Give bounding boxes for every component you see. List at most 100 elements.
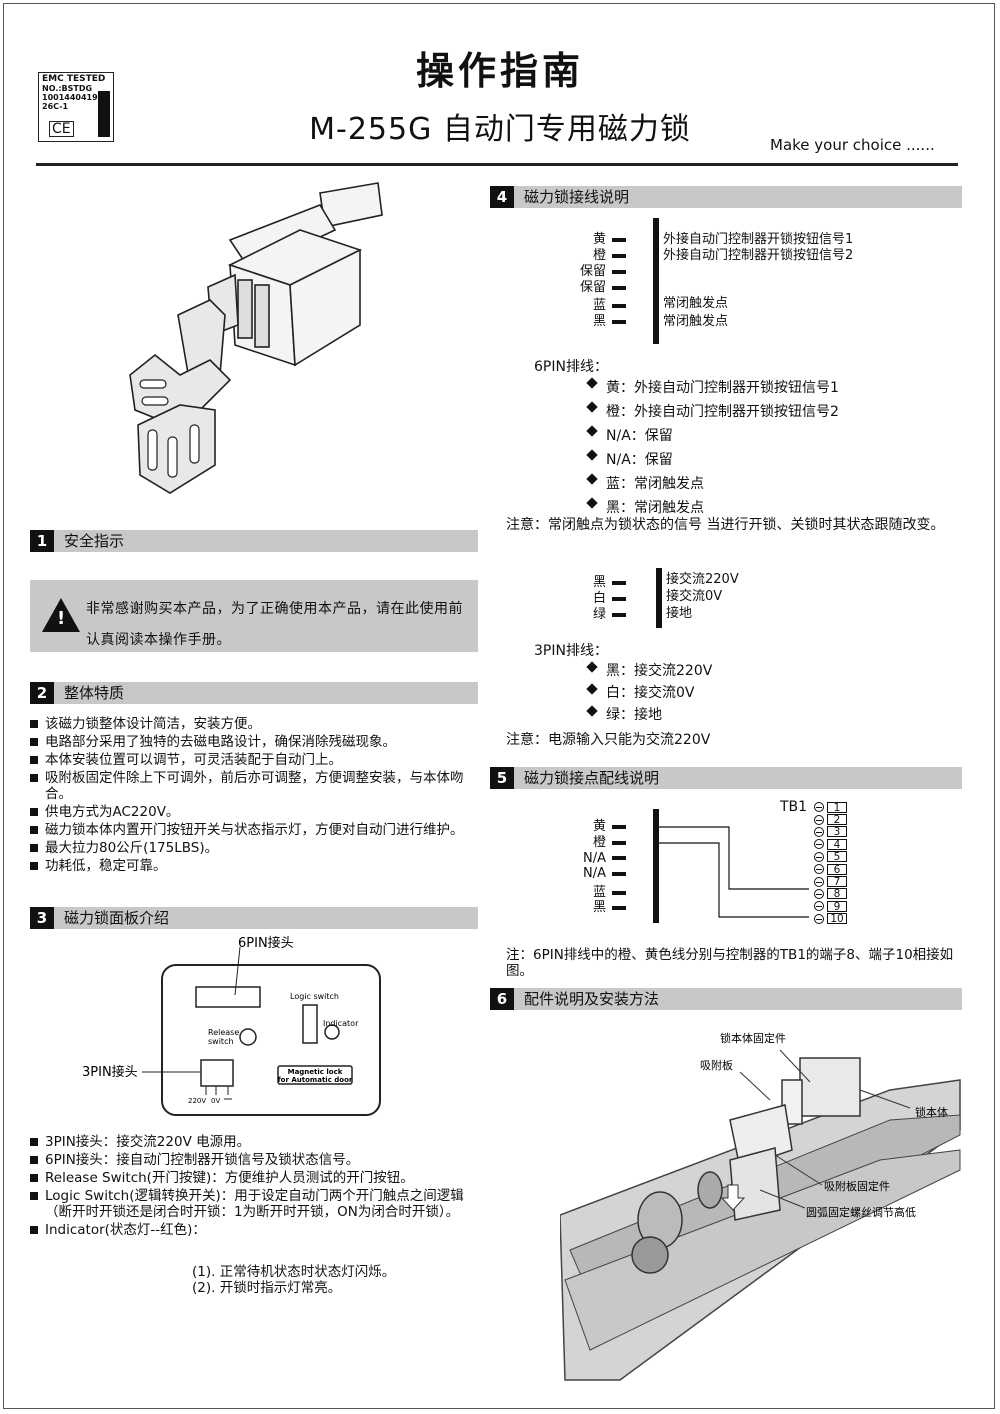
panel-parts-list: 3PIN接头：接交流220V 电源用。 6PIN接头：接自动门控制器开锁信号及锁… [30, 1134, 482, 1240]
logic-switch-label: Logic switch [290, 992, 339, 1001]
section-2-number: 2 [30, 682, 54, 704]
emc-line3: 1001440419 [42, 93, 98, 102]
emc-line2: NO.:BSTDG [42, 84, 93, 93]
terminal-number: 9 [827, 900, 847, 912]
terminal-row: 9 [814, 900, 882, 912]
wiring-6pin-diagram: 黄 橙 保留 保留 蓝 黑 外接自动门控制器开锁按钮信号1 外接自动门控制器开锁… [570, 218, 890, 344]
indicator-state-1: (1). 正常待机状态时状态灯闪烁。 [192, 1264, 396, 1280]
pin3-list: 黑：接交流220V 白：接交流0V 绿：接地 [586, 660, 888, 726]
ce-mark: CE [49, 121, 74, 137]
safety-warning-box: ! 非常感谢购买本产品，为了正确使用本产品，请在此使用前认真阅读本操作手册。 [30, 580, 478, 652]
terminal-number: 3 [827, 826, 847, 838]
section-2-header: 2 整体特质 [30, 682, 478, 704]
label-armature-plate: 吸附板 [700, 1058, 733, 1072]
release-label-1: Release [208, 1028, 239, 1037]
feature-item: 该磁力锁整体设计简洁，安装方便。 [30, 716, 482, 732]
wire-color: 黄 [592, 232, 606, 247]
pin6-item: 黄：外接自动门控制器开锁按钮信号1 [586, 376, 948, 400]
wire-color: 蓝 [592, 298, 606, 313]
tagline: Make your choice ...... [770, 136, 935, 154]
pin6-title: 6PIN排线： [534, 359, 608, 375]
terminal-row: 4 [814, 838, 882, 850]
note-terminal: 注：6PIN排线中的橙、黄色线分别与控制器的TB1的端子8、端子10相接如图。 [506, 947, 954, 979]
terminal-screw-icon [814, 888, 824, 899]
warning-exclamation: ! [57, 608, 66, 629]
terminal-row: 3 [814, 826, 882, 838]
release-label-2: switch [208, 1037, 234, 1046]
pin6-item: 黑：常闭触发点 [586, 496, 948, 520]
terminal-screw-icon [814, 913, 824, 924]
magnetic-lock-label-1: Magnetic lock [288, 1068, 343, 1076]
section-5-title: 磁力锁接点配线说明 [524, 769, 660, 787]
feature-item: 吸附板固定件除上下可调外，前后亦可调整，方便调整安装，与本体吻合。 [30, 770, 482, 802]
wire-desc: 接地 [666, 606, 693, 621]
wire-color: 橙 [592, 248, 606, 263]
feature-item: 本体安装位置可以调节，可灵活装配于自动门上。 [30, 752, 482, 768]
terminal-number: 4 [827, 838, 847, 850]
section-5-number: 5 [490, 767, 514, 789]
wire-desc: 接交流0V [666, 589, 723, 604]
terminal-number: 1 [827, 801, 847, 813]
terminal-number: 8 [827, 888, 847, 900]
section-1-title: 安全指示 [64, 532, 125, 550]
terminal-row: 6 [814, 863, 882, 875]
section-6-header: 6 配件说明及安装方法 [490, 988, 962, 1010]
note-2: 注意：电源输入只能为交流220V [506, 732, 711, 748]
indicator-states: (1). 正常待机状态时状态灯闪烁。 (2). 开锁时指示灯常亮。 [192, 1264, 395, 1296]
connector-bar [656, 568, 662, 628]
v0-label: 0V [211, 1097, 220, 1105]
panel-diagram: 6PIN接头 Logic switch Indicator Release sw… [82, 935, 381, 1116]
section-1-number: 1 [30, 530, 54, 552]
terminal-number: 6 [827, 863, 847, 875]
pin6-item: N/A：保留 [586, 448, 948, 472]
terminal-screw-icon [814, 864, 824, 875]
feature-item: 功耗低，稳定可靠。 [30, 858, 482, 874]
features-list: 该磁力锁整体设计简洁，安装方便。 电路部分采用了独特的去磁电路设计，确保消除残磁… [30, 716, 482, 876]
terminal-row: 7 [814, 875, 882, 888]
feature-item: 磁力锁本体内置开门按钮开关与状态指示灯，方便对自动门进行维护。 [30, 822, 482, 838]
tb1-label: TB1 [780, 799, 808, 815]
indicator-label: Indicator [323, 1019, 359, 1028]
emc-bar [98, 91, 110, 137]
page-title: 操作指南 [415, 49, 584, 93]
note-1: 注意：常闭触点为锁状态的信号 当进行开锁、关锁时其状态跟随改变。 [506, 517, 945, 533]
magnetic-lock-label-2: for Automatic door [278, 1076, 353, 1084]
terminal-number: 7 [827, 876, 847, 888]
wire-color: 黑 [592, 575, 606, 590]
terminal-screw-icon [814, 851, 824, 862]
pin3-label: 3PIN接头 [82, 1064, 138, 1080]
terminal-row: 10 [814, 913, 882, 925]
terminal-row: 5 [814, 851, 882, 863]
header-rule [36, 163, 958, 166]
terminal-screw-icon [814, 826, 824, 837]
lock-product-illustration [129, 182, 383, 494]
section-5-header: 5 磁力锁接点配线说明 [490, 767, 962, 789]
connector-bar [653, 218, 659, 344]
connector-bar [653, 809, 659, 923]
panel-part-item: 3PIN接头：接交流220V 电源用。 [30, 1134, 482, 1150]
page-frame [3, 3, 995, 1409]
pin6-item: N/A：保留 [586, 424, 948, 448]
wire-color: 保留 [579, 264, 606, 279]
section-4-title: 磁力锁接线说明 [524, 188, 630, 206]
wire-color: 绿 [592, 607, 606, 622]
terminal-screw-icon [814, 802, 824, 813]
terminal-screw-icon [814, 814, 824, 825]
terminal-number: 2 [827, 814, 847, 826]
wire-color: 白 [592, 591, 606, 606]
terminal-row: 8 [814, 888, 882, 900]
panel-part-item: Logic Switch(逻辑转换开关)：用于设定自动门两个开门触点之间逻辑（断… [30, 1188, 482, 1220]
warning-icon [42, 598, 80, 632]
label-plate-fixing: 吸附板固定件 [824, 1179, 890, 1193]
pin6-item: 蓝：常闭触发点 [586, 472, 948, 496]
wire-desc: 外接自动门控制器开锁按钮信号1 [663, 232, 854, 247]
section-6-number: 6 [490, 988, 514, 1010]
section-6-title: 配件说明及安装方法 [524, 990, 660, 1008]
terminal-row: 2 [814, 813, 882, 826]
wire-color: N/A [583, 851, 606, 866]
section-2-title: 整体特质 [64, 684, 125, 702]
emc-line1: EMC TESTED [42, 74, 106, 84]
warning-text: 非常感谢购买本产品，为了正确使用本产品，请在此使用前认真阅读本操作手册。 [86, 601, 463, 648]
